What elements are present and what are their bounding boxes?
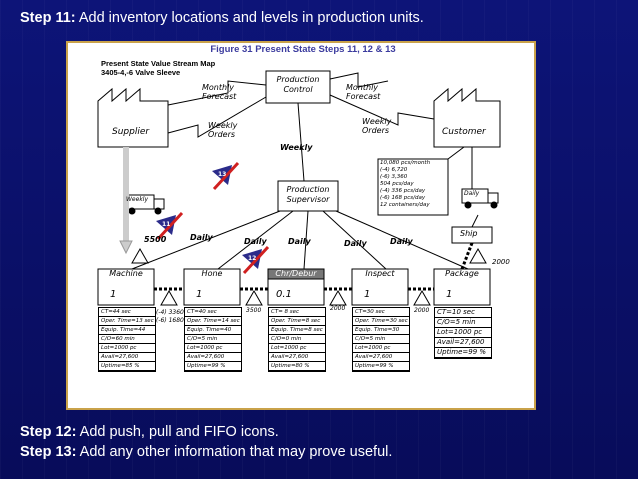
process-name-machine: Machine xyxy=(109,269,143,278)
inventory-label-4: 2000 xyxy=(414,307,430,314)
figure-title: Figure 31 Present State Steps 11, 12 & 1… xyxy=(210,44,396,55)
weekly-label: Weekly xyxy=(280,143,313,152)
sup-to-chr xyxy=(303,210,309,270)
inventory-triangle-ship xyxy=(469,247,487,264)
production-supervisor-box xyxy=(277,180,339,212)
forecast-to-pc-arrow xyxy=(329,72,389,88)
customer-orders-arrow xyxy=(329,94,435,126)
daily-label-3: Daily xyxy=(288,237,311,246)
daily-label-2: Daily xyxy=(244,237,267,246)
customer-demand-box xyxy=(377,158,449,216)
step-12-label: Step 12: xyxy=(20,424,77,440)
customer-demand-text: 10,080 pcs/month (-4) 6,720 (-6) 3,360 5… xyxy=(380,160,431,208)
supplier-label: Supplier xyxy=(112,127,150,137)
step-13-label: Step 13: xyxy=(20,444,77,460)
process-name-inspect: Inspect xyxy=(365,269,395,278)
inventory-label-1: (-4) 3360(-6) 1680 xyxy=(156,309,184,324)
map-drawing xyxy=(97,70,501,306)
step-11-label: Step 11: xyxy=(20,10,76,26)
process-name-chr: Chr/Debur xyxy=(275,269,317,278)
ship-label: Ship xyxy=(460,229,478,238)
pc-to-supplier-arrow xyxy=(167,80,267,106)
sup-to-hone xyxy=(217,210,294,270)
process-box-package xyxy=(433,268,491,306)
step-badges xyxy=(156,161,270,275)
sup-to-package xyxy=(335,210,469,270)
inventory-triangle-3 xyxy=(329,289,347,306)
step-13-caption: Step 13: Add any other information that … xyxy=(20,444,392,460)
customer-label: Customer xyxy=(442,127,486,137)
process-box-machine xyxy=(97,268,155,306)
sup-to-machine xyxy=(131,210,281,270)
operators-package: 1 xyxy=(446,289,453,300)
daily-label-4: Daily xyxy=(344,239,367,248)
supplier-truck-label: Weekly xyxy=(126,196,149,203)
operators-hone: 1 xyxy=(196,289,203,300)
step-12-caption: Step 12: Add push, pull and FIFO icons. xyxy=(20,424,279,440)
process-name-hone: Hone xyxy=(201,269,223,278)
inventory-label-3: 2000 xyxy=(330,305,346,312)
map-title-line-1: Present State Value Stream Map xyxy=(101,59,216,68)
map-title-line-2: 3405-4,-6 Valve Sleeve xyxy=(101,68,181,77)
badge-12: 12 xyxy=(248,255,257,262)
process-box-hone xyxy=(183,268,241,306)
package-to-ship-arrow xyxy=(460,242,474,270)
step-11-text: Add inventory locations and levels in pr… xyxy=(75,10,424,26)
step-13-text: Add any other information that may prove… xyxy=(76,444,393,460)
inventory-triangle-2 xyxy=(245,289,263,306)
operators-chr: 0.1 xyxy=(276,289,292,300)
value-stream-map-figure: Figure 31 Present State Steps 11, 12 & 1… xyxy=(66,41,536,410)
inventory-triangle-raw xyxy=(131,247,149,264)
step-12-text: Add push, pull and FIFO icons. xyxy=(76,424,279,440)
operators-machine: 1 xyxy=(110,289,117,300)
operators-inspect: 1 xyxy=(364,289,371,300)
customer-truck-label: Daily xyxy=(464,190,480,197)
supplier-factory-icon xyxy=(97,87,169,148)
inventory-triangle-4 xyxy=(413,289,431,306)
customer-factory-icon xyxy=(433,87,501,148)
inventory-triangle-1 xyxy=(160,289,178,306)
badge-13: 13 xyxy=(218,171,227,178)
pc-to-supervisor-line xyxy=(297,102,305,182)
process-name-package: Package xyxy=(445,269,479,278)
inventory-label-2: 3500 xyxy=(246,307,262,314)
raw-inventory-label: 5500 xyxy=(144,235,167,244)
daily-label-1: Daily xyxy=(190,233,213,242)
map-title: Present State Value Stream Map 3405-4,-6… xyxy=(101,59,215,77)
weekly-orders-arrow xyxy=(167,96,267,138)
step-11-caption: Step 11: Add inventory locations and lev… xyxy=(20,10,424,26)
daily-label-5: Daily xyxy=(390,237,413,246)
sup-to-inspect xyxy=(322,210,387,270)
ship-inventory-label: 2000 xyxy=(492,258,510,266)
process-box-inspect xyxy=(351,268,409,306)
badge-11: 11 xyxy=(162,221,171,228)
